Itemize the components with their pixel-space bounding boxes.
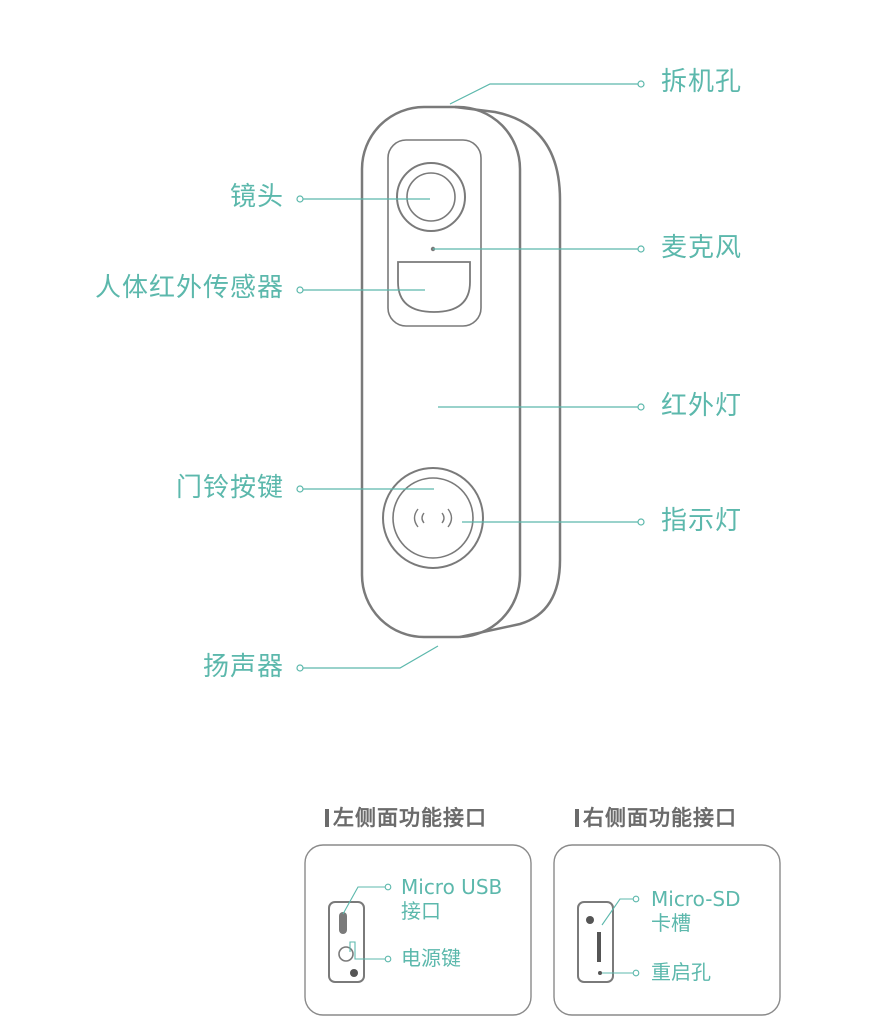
leader-dot-microphone <box>637 245 645 253</box>
lens-module-panel <box>387 139 482 327</box>
lens-outer-ring <box>396 162 466 232</box>
micro-usb-label-line1: Micro USB <box>401 875 503 899</box>
lens-label: 镜头 <box>229 182 284 212</box>
leader-dot-reset-hole <box>632 969 640 977</box>
indicator-light-label: 指示灯 <box>661 506 743 536</box>
leader-micro-usb <box>342 886 385 915</box>
leader-dot-power-key <box>384 955 392 963</box>
left-side-panel <box>304 844 532 1016</box>
leader-power-key <box>349 941 385 960</box>
micro-sd-slot-icon <box>597 932 601 962</box>
right-side-device-profile <box>577 901 614 983</box>
leader-speaker <box>303 645 439 669</box>
reset-hole-icon <box>598 971 602 975</box>
leader-dot-pir-sensor <box>296 286 304 294</box>
right-side-title-text: 右侧面功能接口 <box>583 806 737 830</box>
left-side-title-text: 左侧面功能接口 <box>333 806 487 830</box>
infrared-light-label: 红外灯 <box>661 391 743 421</box>
micro-usb-port-icon <box>339 912 347 934</box>
bell-wave-left-outer-icon <box>413 508 419 528</box>
speaker-label: 扬声器 <box>202 652 284 682</box>
micro-usb-label-line2: 接口 <box>401 899 441 923</box>
doorbell-button-label: 门铃按键 <box>175 473 284 503</box>
title-bar-marker <box>575 809 579 827</box>
tamper-hole-label: 拆机孔 <box>661 67 743 97</box>
title-bar-marker <box>325 809 329 827</box>
leader-tamper-hole <box>449 83 638 105</box>
bell-wave-right-outer-icon <box>447 508 453 528</box>
micro-sd-label-line1: Micro-SD <box>651 887 741 911</box>
microphone-label: 麦克风 <box>661 233 743 263</box>
right-side-title: 右侧面功能接口 <box>575 806 737 830</box>
doorbell-button-outer <box>382 467 484 569</box>
pir-sensor-label: 人体红外传感器 <box>94 273 284 303</box>
leader-dot-infrared-light <box>637 403 645 411</box>
leader-dot-micro-usb <box>384 883 392 891</box>
leader-micro-sd <box>601 898 633 926</box>
power-key-label: 电源键 <box>401 946 461 970</box>
leader-dot-lens <box>296 195 304 203</box>
bell-wave-left-inner-icon <box>421 512 425 524</box>
device-side-shell <box>454 105 562 639</box>
reset-hole-label: 重启孔 <box>651 960 711 984</box>
power-key-icon <box>338 946 354 962</box>
left-side-title: 左侧面功能接口 <box>325 806 487 830</box>
right-top-hole-icon <box>586 916 594 924</box>
leader-dot-micro-sd <box>632 895 640 903</box>
leader-dot-indicator-light <box>637 518 645 526</box>
leader-dot-doorbell-button <box>296 485 304 493</box>
pir-sensor-window <box>397 261 471 313</box>
micro-sd-label-line2: 卡槽 <box>651 911 691 935</box>
bell-wave-right-inner-icon <box>441 512 445 524</box>
leader-dot-tamper-hole <box>637 80 645 88</box>
device-front-body <box>360 105 522 639</box>
leader-dot-speaker <box>296 664 304 672</box>
right-side-panel <box>553 844 781 1016</box>
doorbell-button-inner <box>392 477 474 559</box>
left-bottom-hole-icon <box>350 969 358 977</box>
left-side-device-profile <box>328 901 365 983</box>
lens-icon <box>406 172 456 222</box>
